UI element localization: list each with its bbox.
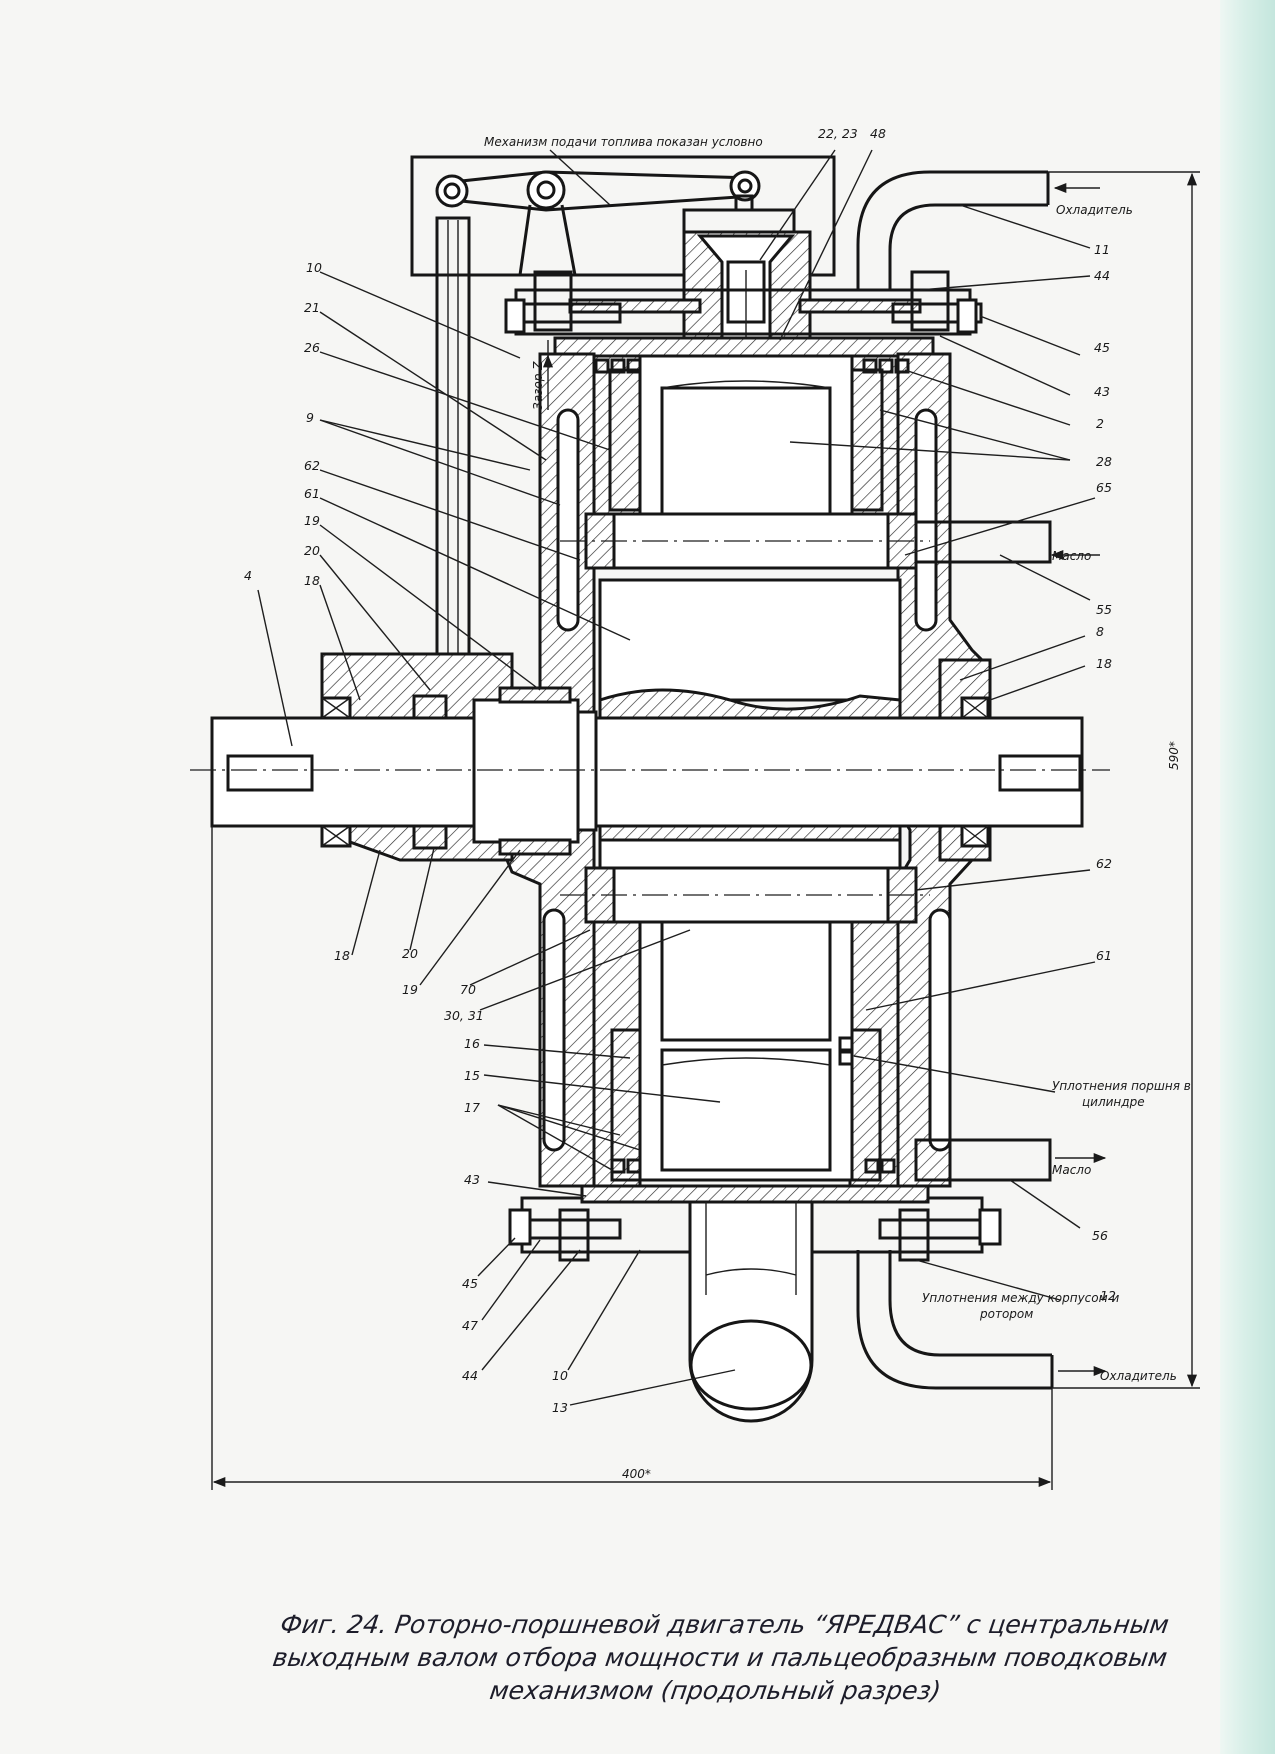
callout-20-bottom: 20: [402, 946, 418, 961]
callout-15: 15: [464, 1068, 480, 1083]
callout-18-top: 18: [304, 573, 320, 588]
piston-seals-bottom: [610, 1036, 896, 1174]
callout-45-top: 45: [1094, 340, 1110, 355]
figure-caption: Фиг. 24. Роторно-поршневой двигатель “ЯР…: [233, 1608, 1207, 1707]
leader-lines: [257, 149, 1096, 1406]
dimension-lines: [211, 171, 1200, 1490]
callout-17: 17: [464, 1100, 480, 1115]
callout-43-top: 43: [1094, 384, 1110, 399]
callout-30-31: 30, 31: [444, 1008, 484, 1023]
callout-9: 9: [306, 410, 314, 425]
callout-45-bottom: 45: [462, 1276, 478, 1291]
coolant-top-label: Охладитель: [1056, 203, 1133, 217]
scan-edge-strip: [1220, 0, 1275, 1754]
callout-62-bottom: 62: [1096, 856, 1112, 871]
callout-61-top: 61: [304, 486, 320, 501]
callout-26: 26: [304, 340, 320, 355]
coolant-bottom-label: Охладитель: [1100, 1369, 1177, 1383]
callout-43-bottom: 43: [464, 1172, 480, 1187]
callout-10-bottom: 10: [552, 1368, 568, 1383]
housing-seals-label-2: ротором: [979, 1307, 1033, 1321]
callout-18-right: 18: [1096, 656, 1112, 671]
flow-arrows: [1050, 182, 1107, 1377]
callout-16: 16: [464, 1036, 480, 1051]
caption-line-2: выходным валом отбора мощности и пальцео…: [270, 1643, 1170, 1672]
exhaust-pipe: [688, 1200, 814, 1423]
callout-18-bottom: 18: [334, 948, 350, 963]
callout-55: 55: [1096, 602, 1112, 617]
caption-line-1: Фиг. 24. Роторно-поршневой двигатель “ЯР…: [278, 1610, 1171, 1639]
callout-56: 56: [1092, 1228, 1108, 1243]
callout-11: 11: [1094, 242, 1110, 257]
callout-19-bottom: 19: [402, 982, 418, 997]
caption-line-3: механизмом (продольный разрез): [487, 1676, 943, 1705]
piston-seals-label-1: Уплотнения поршня в: [1052, 1079, 1191, 1093]
fuel-mechanism-label: Механизм подачи топлива показан условно: [484, 135, 763, 149]
callout-28: 28: [1096, 454, 1112, 469]
oil-top-label: Масло: [1052, 549, 1091, 563]
upper-finger-pin: [560, 512, 1052, 570]
callout-47: 47: [462, 1318, 478, 1333]
piston-seals-label-2: цилиндре: [1082, 1095, 1145, 1109]
callout-19-top: 19: [304, 513, 320, 528]
callout-48: 48: [870, 126, 886, 141]
piston-seals-top: [594, 358, 910, 374]
callout-22-23: 22, 23: [818, 126, 858, 141]
callout-2: 2: [1096, 416, 1104, 431]
callout-numbers: 22, 23 48 11 44 45 43 2 28 65 55 8 18 10…: [244, 126, 1116, 1415]
callout-70: 70: [460, 982, 476, 997]
gap-z-label: Зазор Z: [531, 361, 545, 410]
callout-61-bottom: 61: [1096, 948, 1112, 963]
coolant-pipes: [856, 170, 1054, 1390]
text-labels: Механизм подачи топлива показан условно …: [484, 135, 1191, 1481]
callout-4: 4: [244, 568, 252, 583]
callout-10-top: 10: [306, 260, 322, 275]
callout-44-bottom: 44: [462, 1368, 478, 1383]
output-shaft: [190, 686, 1110, 856]
width-dimension: 400*: [622, 1467, 651, 1481]
callout-13: 13: [552, 1400, 568, 1415]
callout-20-top: 20: [304, 543, 320, 558]
oil-bottom-label: Масло: [1052, 1163, 1091, 1177]
height-dimension: 590*: [1167, 741, 1181, 770]
callout-44-top: 44: [1094, 268, 1110, 283]
cylinder-pistons: [594, 354, 910, 1182]
callout-65: 65: [1096, 480, 1112, 495]
housing-seals-label-1: Уплотнения между корпусом и: [922, 1291, 1119, 1305]
callout-21: 21: [304, 300, 320, 315]
callout-8: 8: [1096, 624, 1104, 639]
callout-12: 12: [1100, 1288, 1116, 1303]
callout-62-top: 62: [304, 458, 320, 473]
lower-finger-pin: [560, 866, 930, 924]
